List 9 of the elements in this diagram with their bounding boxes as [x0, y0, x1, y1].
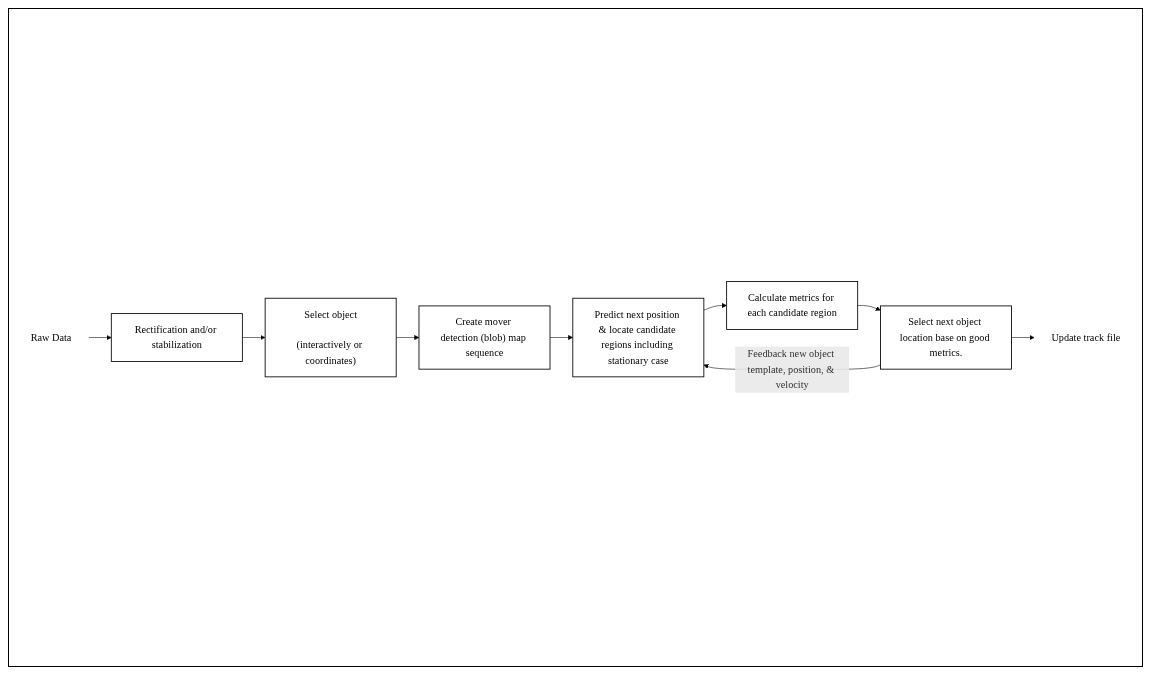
node-box: Calculate metrics for each candidate region	[726, 281, 859, 331]
node-box: Create mover detection (blob) map sequence	[418, 305, 551, 370]
node-text: Raw Data	[30, 331, 72, 344]
node-box: Rectification and/or stabilization	[110, 313, 243, 363]
node-text: Update track file	[1051, 331, 1121, 344]
node-box: Select next object location base on good metrics.	[880, 305, 1012, 370]
edge-label: Feedback new object template, position, & velocity	[747, 348, 835, 391]
node-box: Predict next position & locate candidate regions including stationary case	[572, 298, 705, 378]
node-box: Select object (interactively or coordinates)	[264, 298, 397, 378]
